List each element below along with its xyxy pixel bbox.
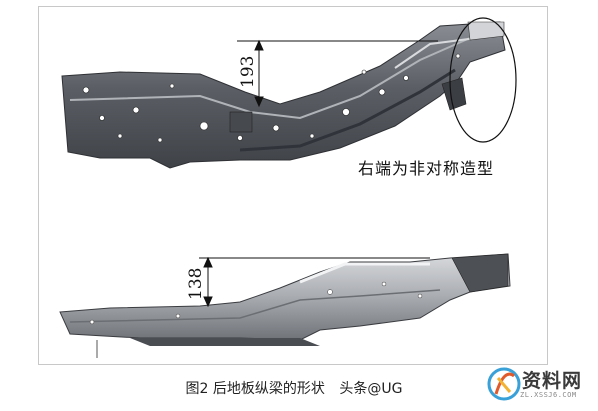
caption-source: 头条@UG [339, 381, 403, 397]
figure-caption: 图2 后地板纵梁的形状 头条@UG [0, 378, 598, 398]
dimension-138-lines [199, 256, 430, 308]
lower-beam [59, 253, 511, 358]
dimension-label-193: 193 [238, 55, 258, 88]
upper-beam [61, 21, 506, 169]
asymmetry-annotation: 右端为非对称造型 [358, 159, 495, 178]
watermark-url: ZL.XSSJ6.COM [520, 391, 577, 399]
caption-title: 图2 后地板纵梁的形状 [185, 381, 325, 397]
watermark-logo-icon [487, 367, 521, 401]
asymmetry-ellipse [449, 17, 517, 143]
watermark: 资料网 ZL.XSSJ6.COM [482, 362, 598, 411]
watermark-brand: 资料网 [522, 370, 583, 392]
dimension-label-138: 138 [186, 267, 206, 300]
dimension-193-lines [237, 39, 438, 108]
